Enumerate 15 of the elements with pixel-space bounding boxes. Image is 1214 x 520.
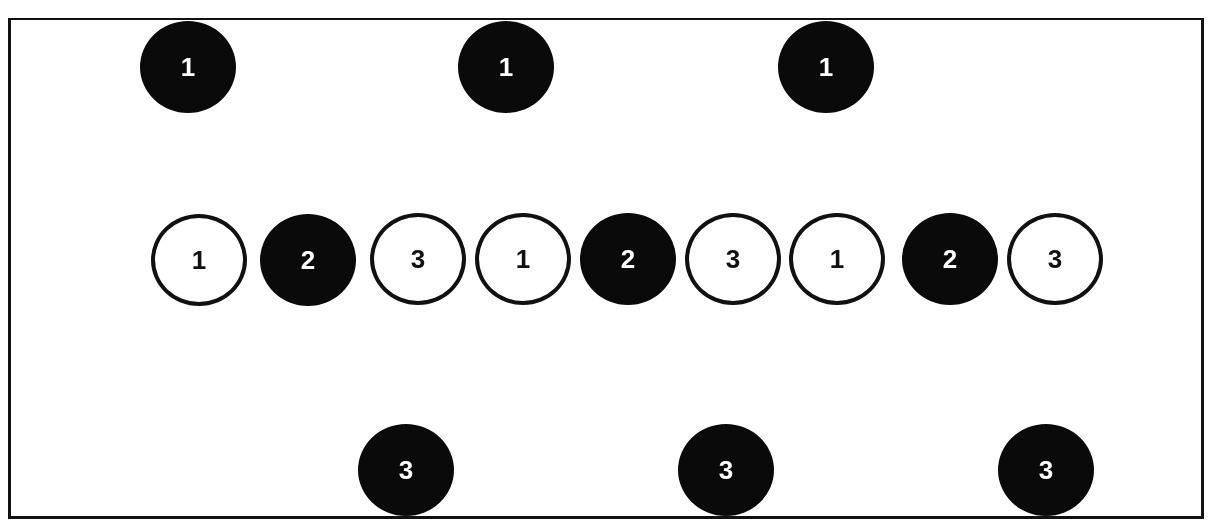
position-number: 3 bbox=[398, 454, 414, 486]
position-number: 1 bbox=[818, 51, 834, 83]
position-number: 3 bbox=[718, 454, 734, 486]
position-number: 1 bbox=[180, 51, 196, 83]
position-number: 1 bbox=[829, 243, 845, 275]
position-number: 3 bbox=[410, 243, 426, 275]
position-number: 2 bbox=[620, 243, 636, 275]
position-number: 1 bbox=[515, 243, 531, 275]
position-number: 1 bbox=[498, 51, 514, 83]
position-number: 3 bbox=[1047, 243, 1063, 275]
position-number: 3 bbox=[725, 243, 741, 275]
position-number: 1 bbox=[191, 244, 207, 276]
position-number: 2 bbox=[300, 244, 316, 276]
position-number: 3 bbox=[1038, 454, 1054, 486]
position-number: 2 bbox=[942, 243, 958, 275]
